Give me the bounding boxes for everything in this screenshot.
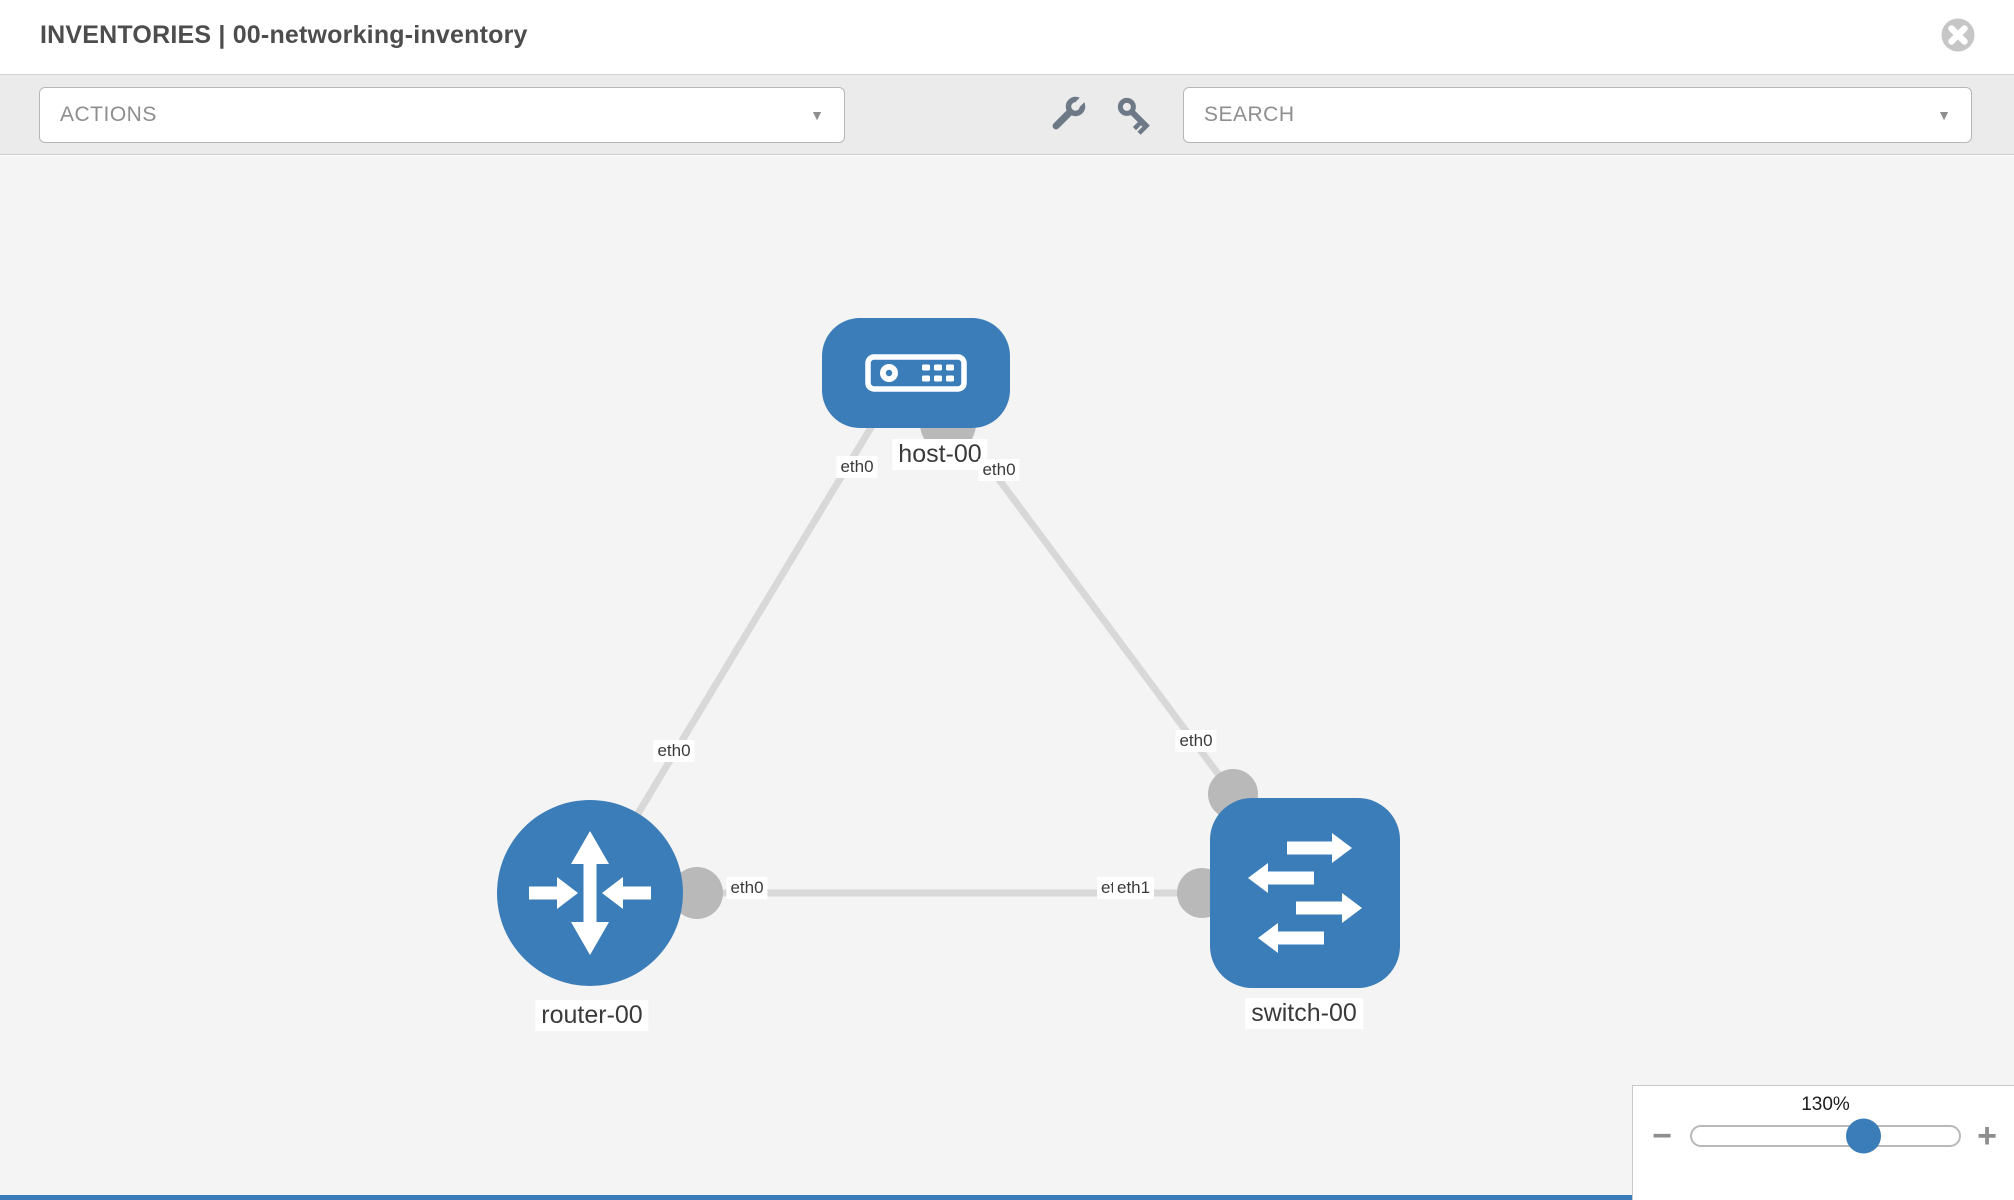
- port-label-host-right: eth0: [978, 459, 1020, 481]
- chevron-down-icon: ▼: [810, 107, 824, 123]
- close-icon: [1941, 18, 1975, 52]
- node-label-host: host-00: [892, 439, 988, 470]
- minus-icon: −: [1652, 1117, 1672, 1155]
- plus-icon: +: [1977, 1117, 1997, 1155]
- node-label-router: router-00: [535, 1000, 649, 1031]
- zoom-slider-track[interactable]: [1690, 1118, 1961, 1154]
- host-icon: [865, 354, 967, 392]
- search-dropdown[interactable]: SEARCH ▼: [1183, 87, 1972, 143]
- port-label-host-left: eth0: [836, 456, 878, 478]
- configure-button[interactable]: [1043, 91, 1091, 139]
- zoom-panel: 130% − +: [1632, 1085, 2014, 1200]
- topology-links-layer: [587, 394, 1258, 919]
- node-host-00[interactable]: [822, 318, 1010, 428]
- interface-bubble-router[interactable]: [671, 867, 723, 919]
- port-label-host-switch-mid: eth0: [1175, 730, 1217, 752]
- node-switch-00[interactable]: [1210, 798, 1400, 988]
- wrench-icon: [1052, 96, 1086, 130]
- node-router-00[interactable]: [497, 800, 683, 986]
- port-label-mid-router-side: eth0: [726, 877, 768, 899]
- bottom-bar: [0, 1195, 1632, 1200]
- search-dropdown-label: SEARCH: [1204, 103, 1295, 126]
- switch-icon: [1248, 833, 1362, 953]
- actions-dropdown[interactable]: ACTIONS ▼: [39, 87, 845, 143]
- port-label-mid-switch-over: eth1: [1113, 877, 1155, 899]
- toolbar: ACTIONS ▼ SEAR: [0, 74, 2014, 155]
- zoom-slider-thumb[interactable]: [1845, 1118, 1881, 1154]
- chevron-down-icon: ▼: [1937, 107, 1951, 123]
- zoom-level-value: 130%: [1801, 1094, 1850, 1115]
- link-host-router[interactable]: [587, 394, 893, 895]
- topology-canvas[interactable]: host-00 router-00 switch-00 eth0 eth0 et…: [0, 156, 2014, 1200]
- header: INVENTORIES | 00-networking-inventory: [0, 0, 2014, 74]
- key-legend-button[interactable]: [1111, 91, 1159, 139]
- close-button[interactable]: [1940, 17, 1976, 53]
- zoom-in-button[interactable]: +: [1970, 1116, 2004, 1156]
- router-icon: [529, 831, 651, 955]
- page-title: INVENTORIES | 00-networking-inventory: [40, 21, 528, 49]
- port-label-host-router-mid: eth0: [653, 740, 695, 762]
- key-icon: [1117, 97, 1150, 135]
- node-label-switch: switch-00: [1245, 998, 1363, 1029]
- actions-dropdown-label: ACTIONS: [60, 103, 157, 126]
- zoom-out-button[interactable]: −: [1645, 1116, 1679, 1156]
